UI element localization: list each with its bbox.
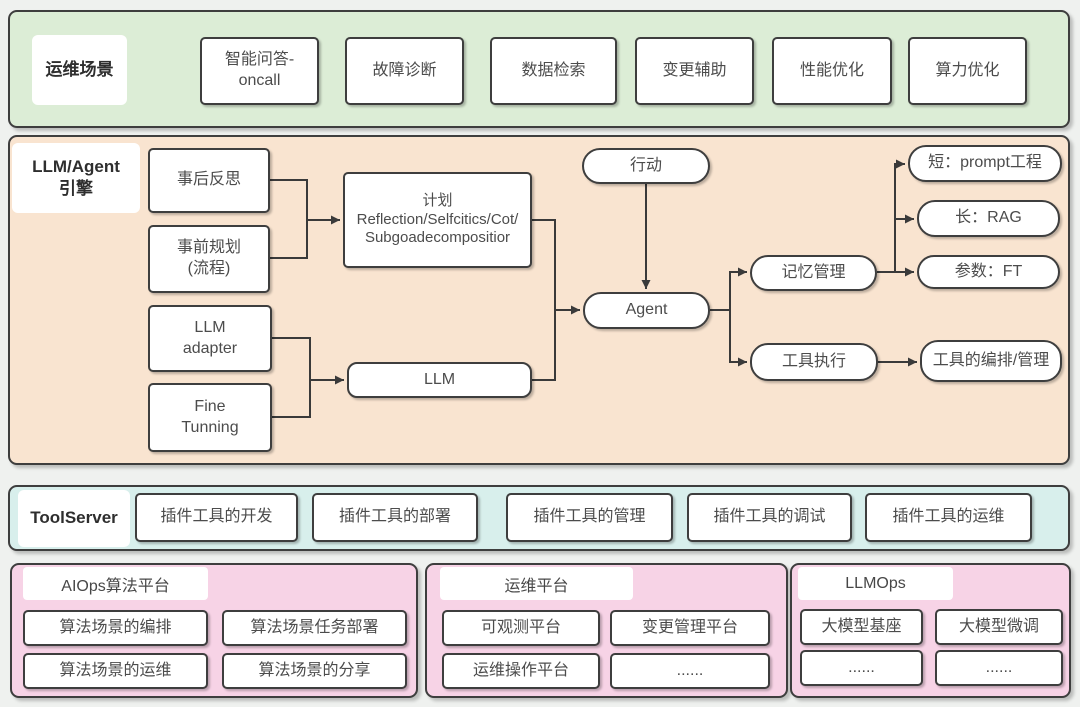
scenario-box: 故障诊断 [345,37,464,105]
platform-box: 变更管理平台 [610,610,770,646]
node-long-term-rag: 长：RAG [917,200,1060,237]
toolserver-box: 插件工具的开发 [135,493,298,542]
scenario-box: 智能问答-oncall [200,37,319,105]
node-reflection: 事后反思 [148,148,270,213]
node-memory-management: 记忆管理 [750,255,877,291]
ops-scenarios-label: 运维场景 [32,35,127,105]
node-param-ft: 参数：FT [917,255,1060,289]
platform-box: 算法场景的编排 [23,610,208,646]
platform-box: 运维操作平台 [442,653,600,689]
node-action: 行动 [582,148,710,184]
node-tool-orchestration: 工具的编排/管理 [920,340,1062,382]
scenario-box: 性能优化 [772,37,892,105]
aiops-label: AIOps算法平台 [23,567,208,600]
platform-box: ...... [610,653,770,689]
node-fine-tuning: Fine Tunning [148,383,272,452]
node-plan: 计划 Reflection/Selfcitics/Cot/Subgoadecom… [343,172,532,268]
node-short-term-prompt: 短：prompt工程 [908,145,1062,182]
platform-box: 算法场景任务部署 [222,610,407,646]
scenario-box: 算力优化 [908,37,1027,105]
scenario-box: 变更辅助 [635,37,754,105]
toolserver-label: ToolServer [18,490,130,547]
platform-box: ...... [935,650,1063,686]
platform-box: 可观测平台 [442,610,600,646]
node-tool-execution: 工具执行 [750,343,878,381]
platform-box: 算法场景的运维 [23,653,208,689]
node-llm-adapter: LLM adapter [148,305,272,372]
node-llm: LLM [347,362,532,398]
platform-box: ...... [800,650,923,686]
toolserver-box: 插件工具的运维 [865,493,1032,542]
platform-box: 算法场景的分享 [222,653,407,689]
toolserver-box: 插件工具的调试 [687,493,852,542]
ops-platform-label: 运维平台 [440,567,633,600]
llmops-label: LLMOps [798,567,953,600]
llm-agent-engine-label: LLM/Agent 引擎 [12,143,140,213]
platform-box: 大模型基座 [800,609,923,645]
toolserver-box: 插件工具的管理 [506,493,673,542]
scenario-box: 数据检索 [490,37,617,105]
platform-box: 大模型微调 [935,609,1063,645]
toolserver-box: 插件工具的部署 [312,493,478,542]
node-preplan: 事前规划 (流程) [148,225,270,293]
node-agent: Agent [583,292,710,329]
